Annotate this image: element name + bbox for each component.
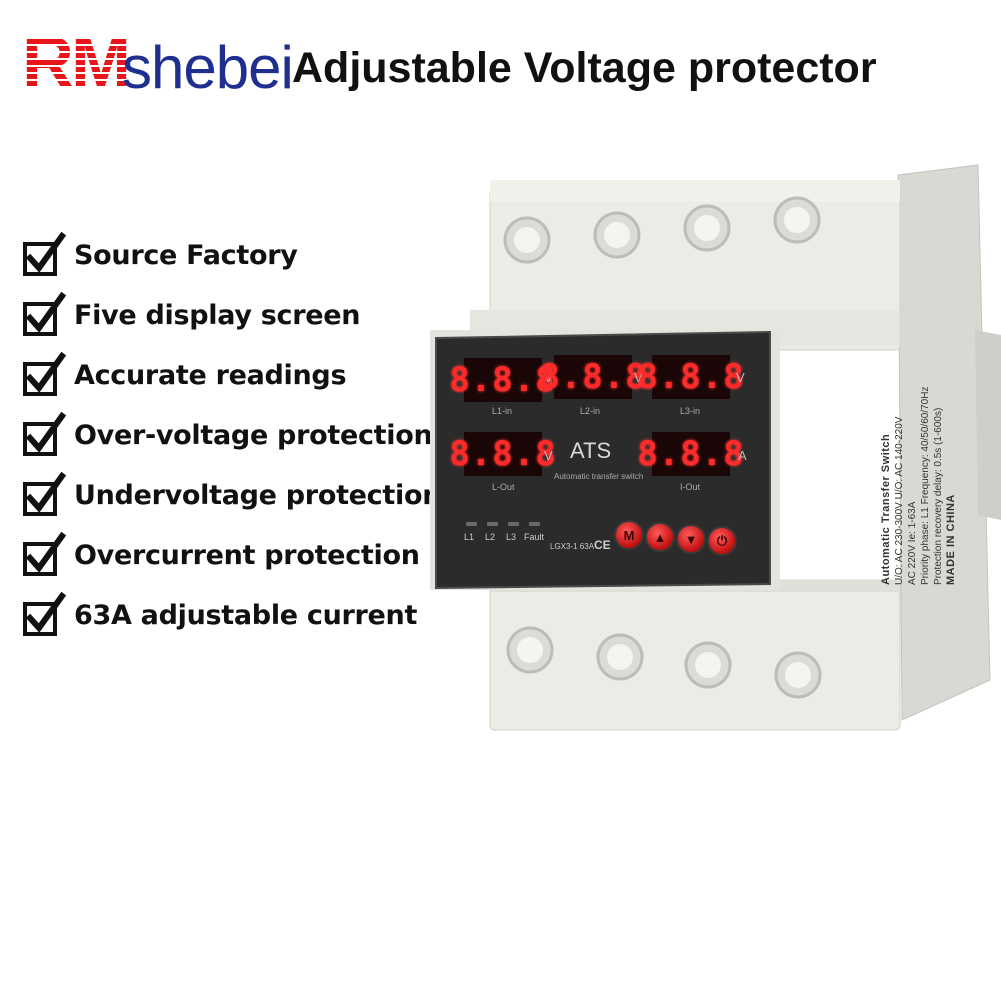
made-in-label: MADE IN CHINA xyxy=(945,494,957,585)
checkbox-checked-icon xyxy=(22,292,68,338)
feature-label: Over-voltage protection xyxy=(74,419,433,451)
page-title: Adjustable Voltage protector xyxy=(292,44,877,92)
feature-item: Undervoltage protection xyxy=(22,465,441,525)
display-label: L3-in xyxy=(680,406,701,416)
led-l2 xyxy=(487,522,498,526)
brand-logo: RM shebei xyxy=(22,16,294,108)
led-label: L2 xyxy=(485,532,496,542)
display-unit: V xyxy=(544,370,553,385)
down-button[interactable]: ▼ xyxy=(676,524,706,554)
display-unit: V xyxy=(736,370,745,385)
model-label: LGX3-1 63A xyxy=(550,542,595,551)
checkbox-checked-icon xyxy=(22,352,68,398)
display-unit: A xyxy=(738,448,747,463)
led-label: L1 xyxy=(464,532,475,542)
feature-label: Undervoltage protection xyxy=(74,479,442,511)
brand-logo-rm: RM xyxy=(22,18,131,108)
ce-mark: CE xyxy=(594,538,611,552)
feature-label: Accurate readings xyxy=(74,359,347,391)
triangle-up-icon: ▲ xyxy=(653,529,667,545)
spec-label: Automatic Transfer Switch U/O: AC 230-30… xyxy=(880,345,966,585)
feature-label: 63A adjustable current xyxy=(74,599,418,631)
current-display-out: 8.8.8 xyxy=(637,430,744,478)
checkbox-checked-icon xyxy=(22,472,68,518)
led-label: L3 xyxy=(506,532,517,542)
feature-label: Source Factory xyxy=(74,239,298,271)
feature-item: Five display screen xyxy=(22,285,441,345)
voltage-display-out: 8.8.8 xyxy=(449,430,556,478)
led-fault xyxy=(529,522,540,526)
device-body-illustration xyxy=(430,164,1001,731)
feature-label: Overcurrent protection xyxy=(74,539,420,571)
voltage-display-l2: 8.8.8 xyxy=(539,353,646,401)
display-unit: V xyxy=(544,448,553,463)
feature-list: Source Factory Five display screen Accur… xyxy=(22,225,441,645)
brand-logo-shebei: shebei xyxy=(122,34,294,101)
led-l1 xyxy=(466,522,477,526)
ats-sublabel: Automatic transfer switch xyxy=(554,472,644,481)
spec-line: Protection recovery delay: 0.5s (1-600s) xyxy=(933,407,944,585)
feature-label: Five display screen xyxy=(74,299,361,331)
menu-button-label: M xyxy=(623,527,635,543)
checkbox-checked-icon xyxy=(22,412,68,458)
display-label: I-Out xyxy=(680,482,701,492)
checkbox-checked-icon xyxy=(22,232,68,278)
power-button[interactable]: ⏻ xyxy=(707,526,737,556)
triangle-down-icon: ▼ xyxy=(684,531,698,547)
led-label: Fault xyxy=(524,532,545,542)
feature-item: Overcurrent protection xyxy=(22,525,441,585)
power-icon: ⏻ xyxy=(716,533,728,548)
display-unit: V xyxy=(634,370,643,385)
up-button[interactable]: ▲ xyxy=(645,522,675,552)
display-label: L1-in xyxy=(492,406,513,416)
checkbox-checked-icon xyxy=(22,532,68,578)
display-label: L2-in xyxy=(580,406,601,416)
feature-item: 63A adjustable current xyxy=(22,585,441,645)
led-l3 xyxy=(508,522,519,526)
voltage-protector-device: 8.8.8 V L1-in 8.8.8 V L2-in 8.8.8 V L3-i… xyxy=(430,160,1001,760)
checkbox-checked-icon xyxy=(22,592,68,638)
voltage-display-l1: 8.8.8 xyxy=(449,356,556,404)
menu-button[interactable]: M xyxy=(614,520,644,550)
spec-label-title: Automatic Transfer Switch xyxy=(880,433,892,585)
spec-line: U/O: AC 230-300V U/O: AC 140-220V xyxy=(894,416,905,585)
voltage-display-l3: 8.8.8 xyxy=(637,353,744,401)
spec-line: Priority phase: L1 Frequency: 40/50/60/7… xyxy=(920,386,931,585)
feature-item: Over-voltage protection xyxy=(22,405,441,465)
feature-item: Accurate readings xyxy=(22,345,441,405)
display-label: L-Out xyxy=(492,482,515,492)
ats-label: ATS xyxy=(570,438,612,463)
spec-line: AC 220V Ie: 1-63A xyxy=(907,501,918,585)
feature-item: Source Factory xyxy=(22,225,441,285)
